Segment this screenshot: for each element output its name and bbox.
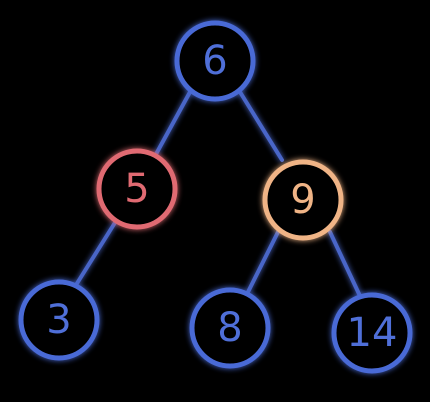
node-circle bbox=[174, 20, 256, 102]
node-circle bbox=[96, 148, 178, 230]
edge-6-5 bbox=[153, 90, 192, 158]
node-circle bbox=[189, 287, 271, 369]
node-label: 14 bbox=[347, 310, 398, 356]
node-circle bbox=[18, 279, 100, 361]
edges-group bbox=[74, 90, 362, 298]
node-label: 9 bbox=[290, 177, 315, 223]
nodes-group: 6 5 9 3 8 14 bbox=[18, 20, 413, 374]
edge-9-8 bbox=[246, 230, 280, 294]
node-label: 5 bbox=[124, 166, 149, 212]
tree-node-8: 8 bbox=[189, 287, 271, 369]
edge-5-3 bbox=[74, 219, 118, 287]
tree-node-14: 14 bbox=[331, 292, 413, 374]
node-label: 6 bbox=[202, 38, 227, 84]
tree-node-3: 3 bbox=[18, 279, 100, 361]
tree-node-6: 6 bbox=[174, 20, 256, 102]
node-circle bbox=[331, 292, 413, 374]
edge-6-9 bbox=[238, 90, 284, 162]
node-circle bbox=[262, 159, 344, 241]
node-label: 3 bbox=[46, 297, 71, 343]
edge-9-14 bbox=[328, 230, 362, 298]
tree-node-9: 9 bbox=[262, 159, 344, 241]
node-label: 8 bbox=[217, 305, 242, 351]
tree-node-5: 5 bbox=[96, 148, 178, 230]
